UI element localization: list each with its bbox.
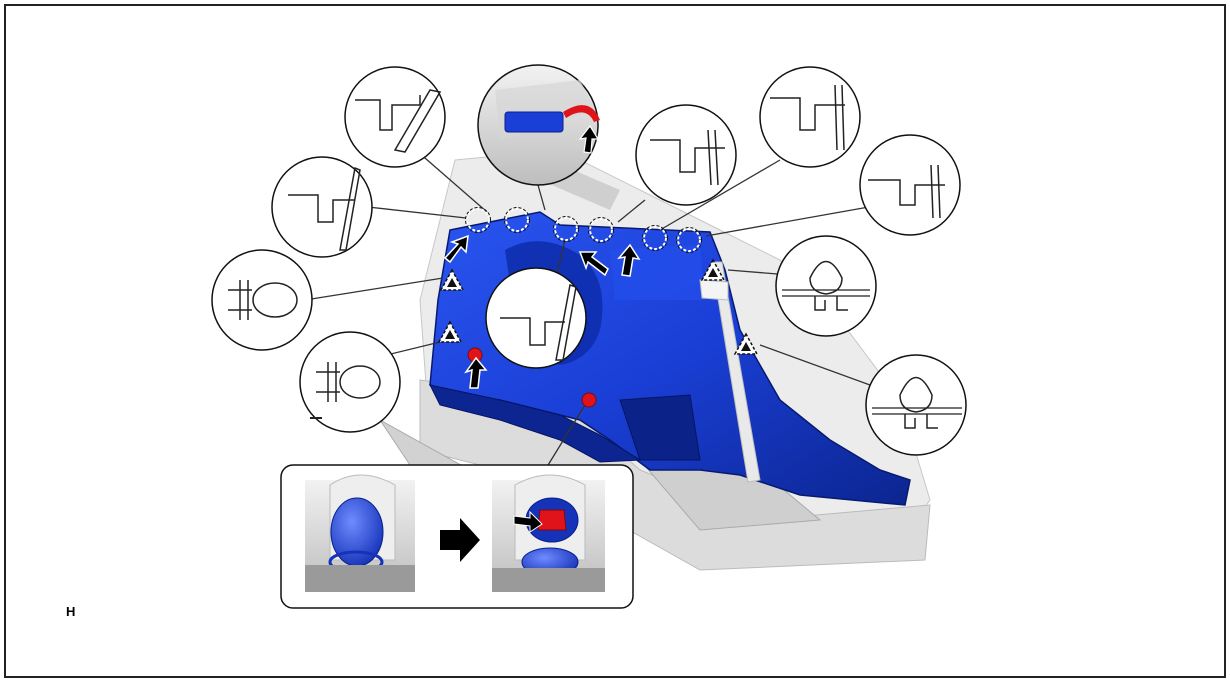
cap-removal-inset: [281, 465, 633, 608]
connector-detail-view: [478, 65, 600, 185]
clip-detail-view: [486, 268, 586, 368]
clip-detail-view: [866, 355, 966, 455]
clip-detail-view: [776, 236, 876, 336]
clip-detail-view: [300, 332, 400, 432]
clip-detail-view: [272, 157, 372, 257]
cap-closed-photo: [305, 475, 415, 592]
clip-detail-view: [212, 250, 312, 350]
cap-open-photo: [492, 475, 605, 592]
clip-detail-view: [760, 67, 860, 167]
clip-detail-view: [345, 67, 445, 167]
clip-detail-view: [860, 135, 960, 235]
clip-detail-view: [636, 105, 736, 205]
